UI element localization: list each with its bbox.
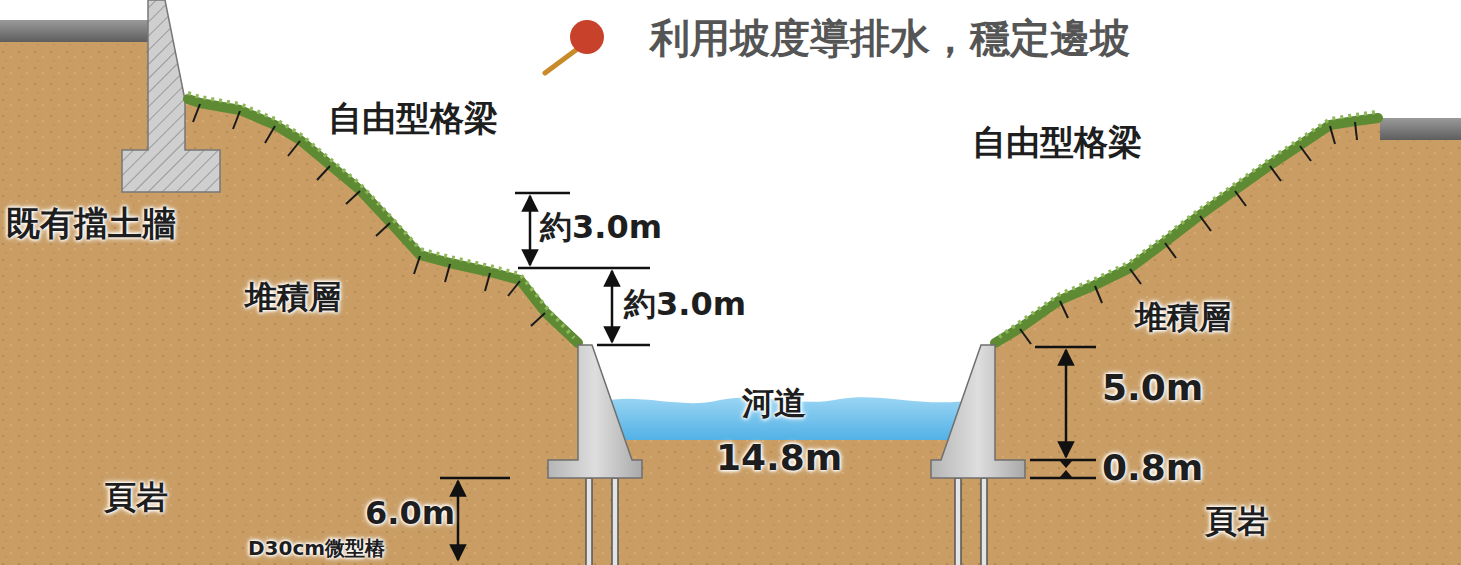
slide-title: 利用坡度導排水，穩定邊坡 [650, 14, 1130, 62]
micro-pile [586, 478, 987, 565]
pin-icon [545, 20, 604, 73]
dimension-label: 6.0m [365, 494, 455, 532]
river-label: 河道 [742, 384, 806, 422]
grass-cover [188, 99, 578, 343]
beam-label: 自由型格梁 [972, 122, 1142, 163]
layer-label: 頁岩 [1205, 502, 1269, 540]
dimension-lines [440, 193, 1096, 560]
lattice-beam-ticks [193, 104, 1357, 344]
road-surface [0, 20, 150, 42]
layer-label: 堆積層 [1135, 298, 1231, 336]
dimension-label: 約3.0m [624, 285, 746, 323]
pile-label: D30cm微型樁 [248, 536, 385, 560]
beam-label: 自由型格梁 [328, 98, 498, 139]
dimension-label: 0.8m [1102, 446, 1203, 489]
dimension-label: 約3.0m [540, 208, 662, 246]
layer-label: 頁岩 [104, 478, 168, 516]
road-surface [1380, 118, 1461, 140]
dimension-arrows [1060, 461, 1072, 477]
grass-cover [188, 93, 574, 338]
dimension-label: 14.8m [716, 436, 842, 479]
wall-label: 既有擋土牆 [6, 203, 176, 244]
dimension-label: 5.0m [1102, 366, 1203, 409]
layer-label: 堆積層 [245, 278, 341, 316]
concrete-wall [931, 345, 1025, 478]
concrete-wall [548, 345, 642, 478]
